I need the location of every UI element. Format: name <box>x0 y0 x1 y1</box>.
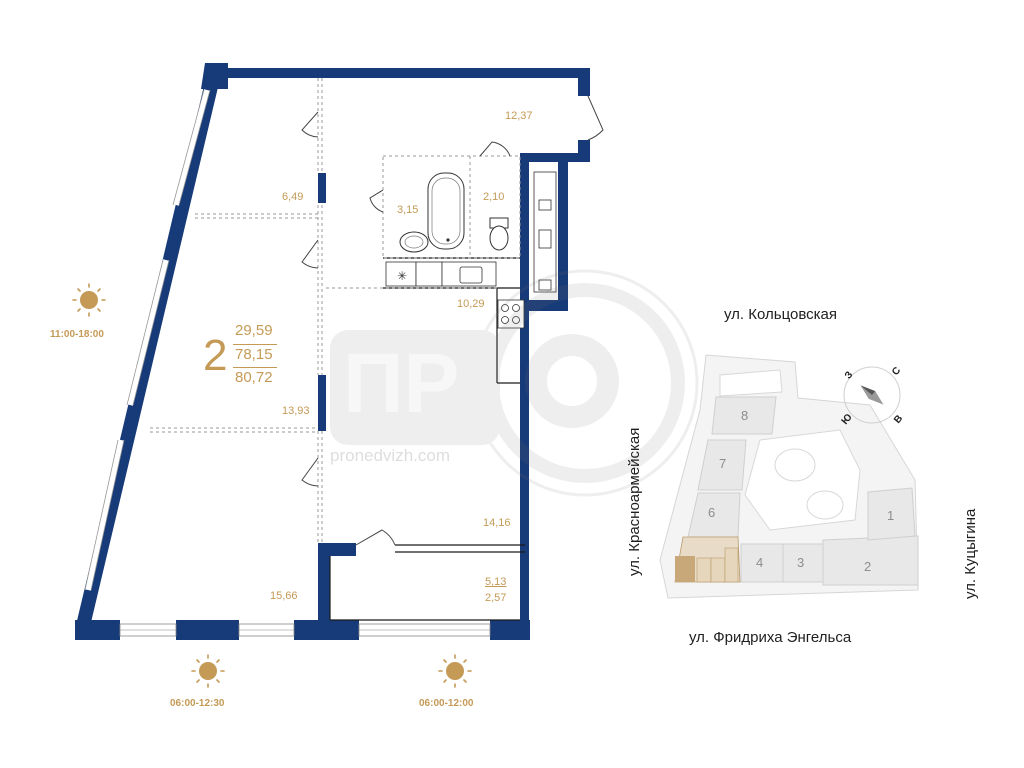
washbasin-fixture <box>399 231 429 253</box>
balcony-area-reduced: 2,57 <box>485 592 507 604</box>
summary-divider <box>233 367 277 368</box>
toilet-fixture <box>489 217 509 251</box>
room-area-toilet: 2,10 <box>483 191 505 203</box>
street-west: ул. Красноармейская <box>626 427 643 576</box>
building-number: 4 <box>756 555 764 570</box>
room-area-room: 15,66 <box>270 590 298 602</box>
room-area-hall: 12,37 <box>505 110 533 122</box>
site-buildings <box>687 396 919 586</box>
total-area: 78,15 <box>235 346 273 363</box>
kitchen-counter <box>385 261 525 329</box>
room-area-bedroom: 13,93 <box>282 405 310 417</box>
street-east: ул. Куцыгина <box>962 508 979 599</box>
compass-graphic <box>843 366 901 424</box>
building-number: 1 <box>887 508 895 523</box>
building-number: 2 <box>864 559 872 574</box>
watermark-site-text: pronedvizh.com <box>330 446 451 465</box>
room-area-kitchen: 10,29 <box>457 298 485 310</box>
zone-borders <box>150 78 521 543</box>
shaft-appliances <box>533 171 557 293</box>
street-south: ул. Фридриха Энгельса <box>689 629 852 646</box>
summary-divider <box>233 344 277 345</box>
room-count: 2 <box>203 331 228 380</box>
sun-time-left: 11:00-18:00 <box>50 329 104 340</box>
building-number: 8 <box>741 408 749 423</box>
living-area: 29,59 <box>235 322 273 339</box>
street-north: ул. Кольцовская <box>724 306 837 323</box>
highlighted-section <box>674 536 741 583</box>
watermark <box>330 269 699 497</box>
door-swings <box>301 95 604 546</box>
building-number: 6 <box>708 505 716 520</box>
sun-icons <box>72 283 472 688</box>
balcony-area: 5,13 <box>485 576 507 588</box>
building-number: 3 <box>797 555 805 570</box>
sun-time-bottom-left: 06:00-12:30 <box>170 698 225 709</box>
watermark-logo-text: ПР <box>343 336 460 430</box>
room-area-wardrobe: 6,49 <box>282 191 304 203</box>
svg-text:✳: ✳ <box>397 269 407 283</box>
sun-time-bottom-right: 06:00-12:00 <box>419 698 474 709</box>
room-area-bathroom: 3,15 <box>397 204 419 216</box>
room-area-living: 14,16 <box>483 517 511 529</box>
exterior-walls <box>75 63 590 640</box>
building-number: 7 <box>719 456 727 471</box>
site-plan <box>659 354 919 599</box>
left-windows <box>84 89 211 591</box>
left-slanted-wall <box>75 76 220 632</box>
bathtub-fixture <box>427 172 465 250</box>
total-area-with-balcony: 80,72 <box>235 369 273 386</box>
